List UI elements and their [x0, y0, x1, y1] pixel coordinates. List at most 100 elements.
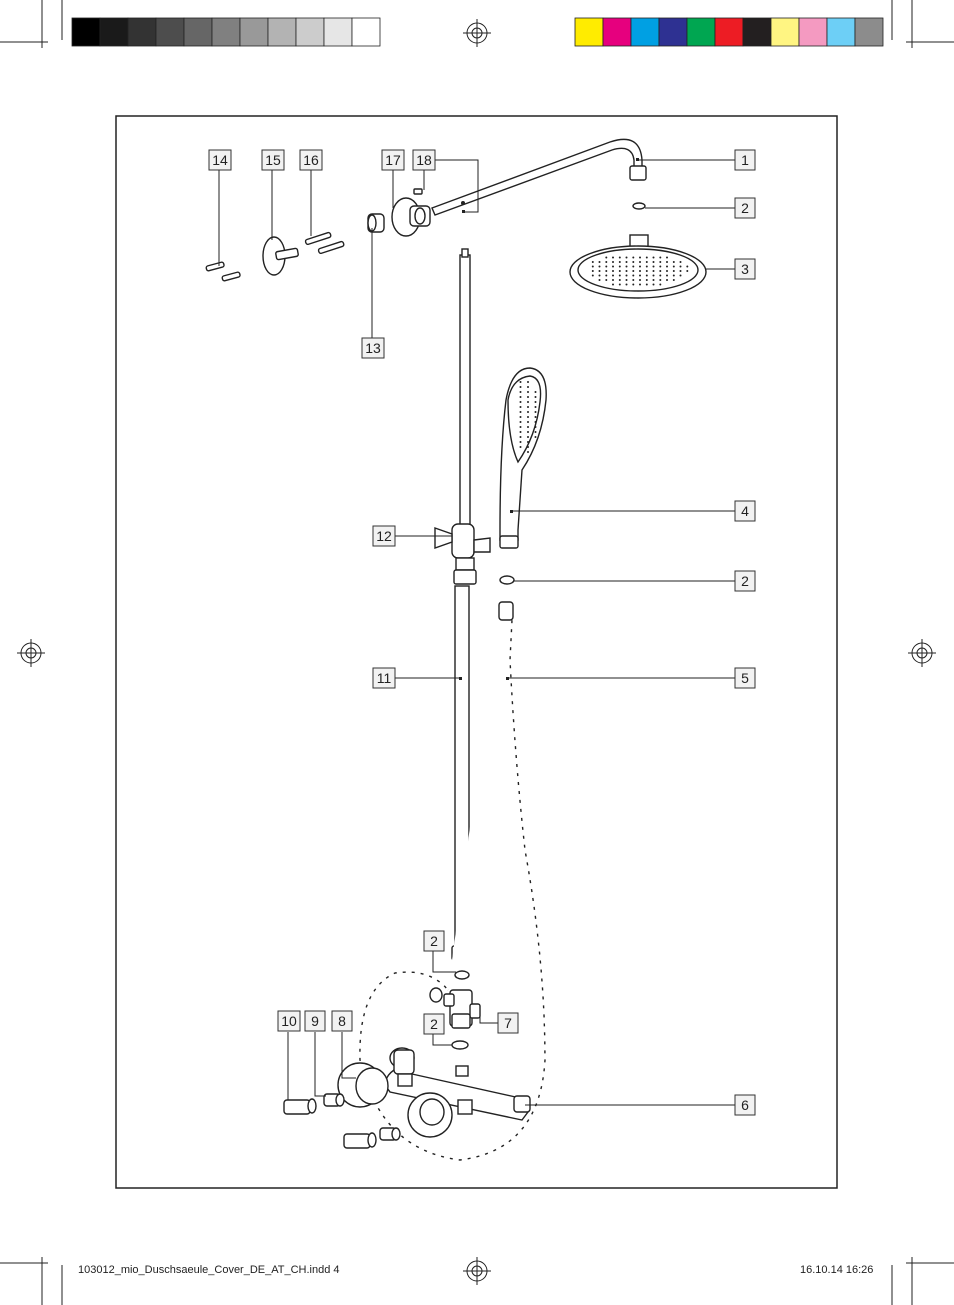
calibration-swatch	[99, 17, 129, 47]
nozzle-hole	[632, 256, 635, 259]
nozzle-hole	[605, 279, 608, 281]
calibration-swatch	[826, 17, 856, 47]
nozzle-hole	[605, 256, 608, 259]
hand-shower	[499, 367, 547, 549]
svg-text:2: 2	[430, 1016, 438, 1032]
nozzle-hole	[645, 265, 648, 268]
label-11: 11	[372, 667, 396, 689]
wall-rosettes	[355, 1067, 445, 1126]
nozzle-hole	[605, 274, 608, 277]
nozzle-hole	[591, 265, 594, 268]
label-1: 1	[734, 149, 756, 171]
diverter-fitting	[443, 989, 481, 1029]
label-3: 3	[734, 258, 756, 280]
label-2-washer-top: 2	[734, 197, 756, 219]
svg-text:9: 9	[311, 1013, 319, 1029]
nozzle-hole	[591, 261, 594, 263]
calibration-swatch	[770, 17, 800, 47]
nozzle-hole	[527, 441, 529, 443]
nozzle-hole	[659, 265, 662, 268]
footer-filename: 103012_mio_Duschsaeule_Cover_DE_AT_CH.in…	[78, 1264, 340, 1276]
calibration-swatch	[239, 17, 269, 47]
nozzle-hole	[527, 451, 529, 453]
set-screw	[413, 188, 423, 195]
nozzle-hole	[519, 401, 522, 403]
nozzle-hole	[625, 261, 628, 263]
nozzle-hole	[679, 261, 682, 263]
calibration-swatch	[714, 17, 744, 47]
nozzle-hole	[639, 261, 641, 263]
label-4: 4	[734, 500, 756, 522]
nozzle-hole	[612, 265, 614, 268]
nozzle-hole	[519, 431, 522, 433]
calibration-swatch	[798, 17, 828, 47]
calibration-swatch	[658, 17, 688, 47]
svg-text:7: 7	[504, 1015, 512, 1031]
nozzle-hole	[527, 421, 529, 423]
calibration-swatch	[630, 17, 660, 47]
label-8: 8	[331, 1010, 353, 1032]
nozzle-hole	[612, 261, 614, 263]
wall-dowels	[205, 261, 241, 282]
nozzle-hole	[534, 406, 537, 408]
calibration-swatch	[686, 17, 716, 47]
nozzle-hole	[672, 265, 675, 268]
nozzle-hole	[534, 426, 537, 428]
calibration-swatch	[71, 17, 101, 47]
svg-text:2: 2	[741, 200, 749, 216]
nozzle-hole	[645, 261, 648, 263]
nozzle-hole	[666, 261, 668, 263]
nozzle-hole	[632, 261, 635, 263]
nozzle-hole	[519, 391, 522, 393]
nozzle-hole	[639, 279, 641, 281]
nozzle-hole	[618, 279, 621, 281]
leader-dots	[459, 158, 639, 680]
label-17: 17	[381, 149, 405, 171]
nozzle-hole	[686, 265, 689, 268]
nozzle-hole	[618, 283, 621, 286]
nozzle-hole	[686, 270, 689, 272]
nozzle-hole	[625, 274, 628, 277]
nozzle-hole	[618, 270, 621, 272]
nozzle-hole	[625, 279, 628, 281]
nozzle-hole	[666, 256, 668, 259]
label-2-washer-lower-upper: 2	[423, 930, 445, 952]
nozzle-hole	[618, 274, 621, 277]
nozzle-hole	[519, 416, 522, 418]
label-16: 16	[299, 149, 323, 171]
nozzle-hole	[666, 274, 668, 277]
nozzle-hole	[527, 391, 529, 393]
svg-text:2: 2	[741, 573, 749, 589]
calibration-swatch	[155, 17, 185, 47]
nozzle-hole	[652, 283, 655, 286]
calibration-swatch	[323, 17, 353, 47]
nozzle-hole	[534, 396, 537, 398]
washer-lower-upper	[454, 970, 470, 980]
svg-text:14: 14	[212, 152, 228, 168]
nozzle-hole	[519, 381, 522, 383]
washer-top	[632, 202, 646, 210]
footer-date: 16.10.14 16:26	[800, 1264, 874, 1276]
calibration-swatch	[351, 17, 381, 47]
nozzle-hole	[639, 270, 641, 272]
nozzle-hole	[519, 436, 522, 438]
nozzle-hole	[612, 274, 614, 277]
nozzle-hole	[519, 396, 522, 398]
label-15: 15	[261, 149, 285, 171]
nozzle-hole	[632, 279, 635, 281]
registration-mark-left	[17, 639, 45, 667]
nozzle-hole	[659, 261, 662, 263]
calibration-swatch	[854, 17, 884, 47]
nozzle-hole	[672, 261, 675, 263]
upper-rail	[459, 248, 471, 556]
screws	[304, 231, 345, 255]
svg-text:8: 8	[338, 1013, 346, 1029]
label-6: 6	[734, 1094, 756, 1116]
svg-text:17: 17	[385, 152, 401, 168]
svg-text:15: 15	[265, 152, 281, 168]
label-7: 7	[497, 1012, 519, 1034]
nozzle-hole	[598, 270, 601, 272]
diagram-frame	[115, 115, 838, 1189]
nozzle-hole	[672, 279, 675, 281]
nozzle-hole	[527, 396, 529, 398]
